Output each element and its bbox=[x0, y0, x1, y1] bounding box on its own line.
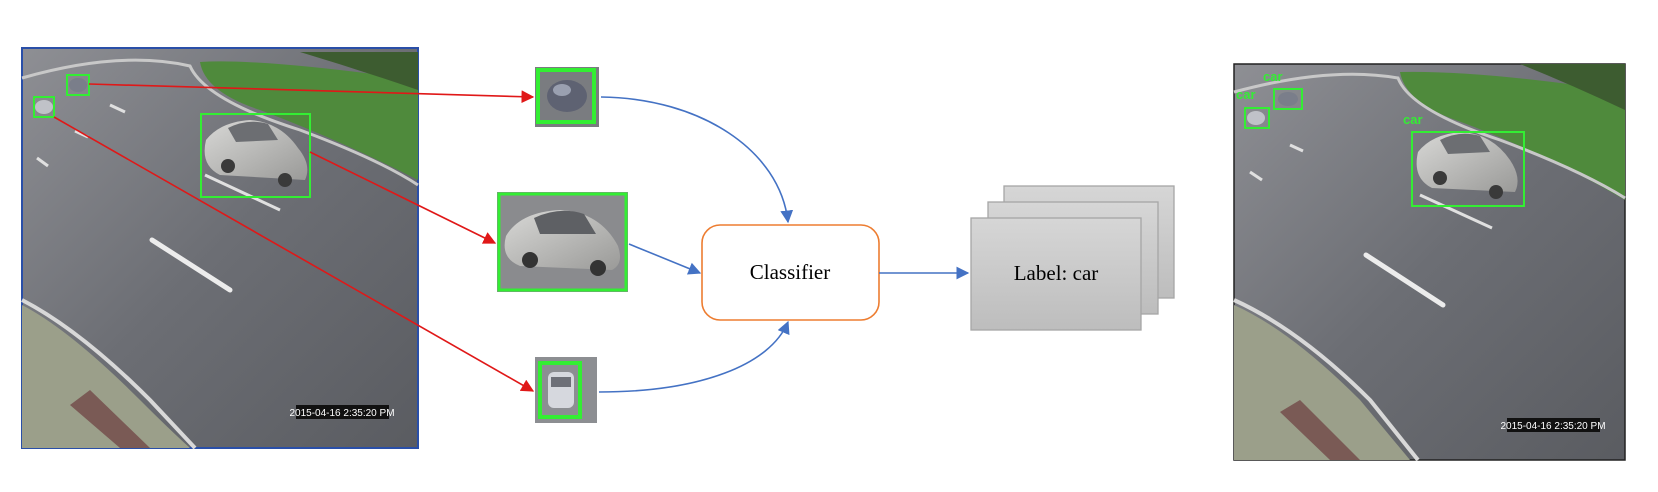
detection-box bbox=[1273, 88, 1303, 110]
label-stack-text: Label: car bbox=[1014, 261, 1099, 285]
flow-arrow bbox=[628, 243, 702, 275]
car-image bbox=[1416, 132, 1518, 199]
crop-arrow bbox=[309, 151, 497, 244]
crop-arrow bbox=[88, 83, 535, 104]
classifier-box: Classifier bbox=[701, 224, 880, 321]
flow-arrow bbox=[600, 96, 794, 224]
input-frame: 2015-04-16 2:35:20 PM bbox=[21, 47, 419, 450]
crop-large-car bbox=[497, 192, 628, 292]
crop-small-car bbox=[535, 67, 599, 127]
output-frame: car car car 2015-04-16 2:35:20 PM bbox=[1233, 63, 1626, 462]
detection-label: car bbox=[1236, 87, 1256, 102]
crop-arrow bbox=[53, 116, 535, 392]
detection-box bbox=[1411, 131, 1525, 207]
detection-box bbox=[33, 96, 55, 118]
detection-box bbox=[1244, 107, 1270, 129]
label-stack: Label: car bbox=[970, 185, 1175, 331]
car-image bbox=[204, 120, 308, 187]
detection-box bbox=[66, 74, 90, 96]
crop-rear-car bbox=[535, 357, 597, 423]
input-timestamp: 2015-04-16 2:35:20 PM bbox=[289, 408, 394, 419]
detection-box bbox=[200, 113, 311, 198]
detection-label: car bbox=[1263, 69, 1283, 84]
output-timestamp: 2015-04-16 2:35:20 PM bbox=[1500, 421, 1605, 432]
classifier-label: Classifier bbox=[750, 260, 830, 284]
detection-label: car bbox=[1403, 112, 1423, 127]
flow-arrow bbox=[598, 320, 790, 393]
